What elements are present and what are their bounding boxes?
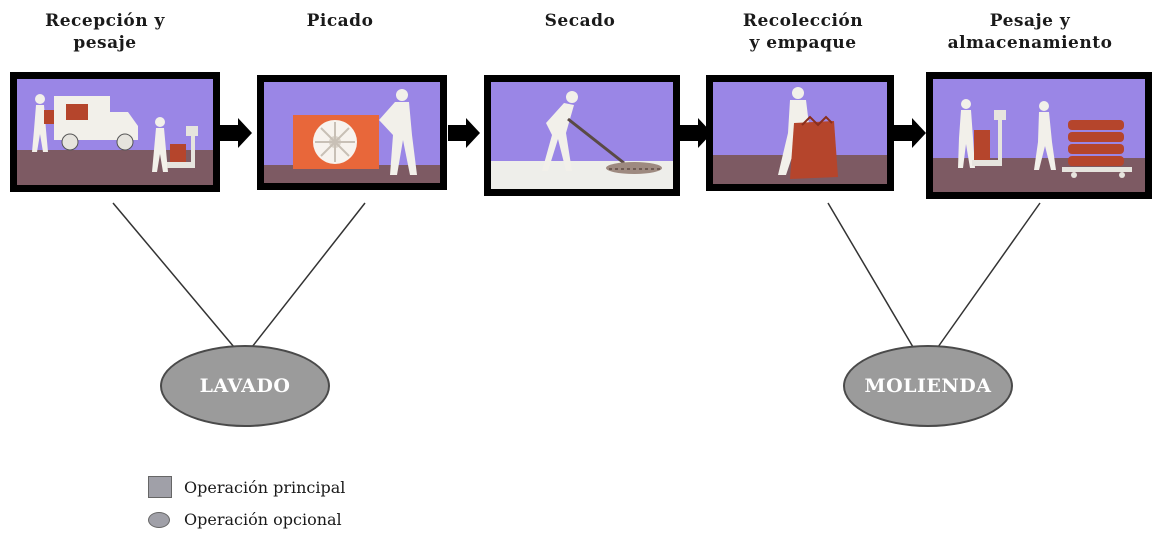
- step-image-almacenamiento: [926, 72, 1152, 199]
- flow-arrow-2: [448, 118, 480, 148]
- step-image-recoleccion: [706, 75, 894, 191]
- legend-opcional-label: Operación opcional: [184, 510, 342, 529]
- optional-op-lavado: LAVADO: [160, 345, 330, 427]
- step-image-secado: [484, 75, 680, 196]
- legend-principal-label: Operación principal: [184, 478, 345, 497]
- legend-square-icon: [148, 476, 172, 498]
- flow-arrow-4: [894, 118, 926, 148]
- legend-principal: Operación principal: [148, 476, 345, 498]
- step-image-picado: [257, 75, 447, 190]
- legend-oval-icon: [148, 512, 170, 528]
- flow-arrow-1: [220, 118, 252, 148]
- optional-op-molienda: MOLIENDA: [843, 345, 1013, 427]
- step-image-recepcion: [10, 72, 220, 192]
- legend-opcional: Operación opcional: [148, 510, 342, 529]
